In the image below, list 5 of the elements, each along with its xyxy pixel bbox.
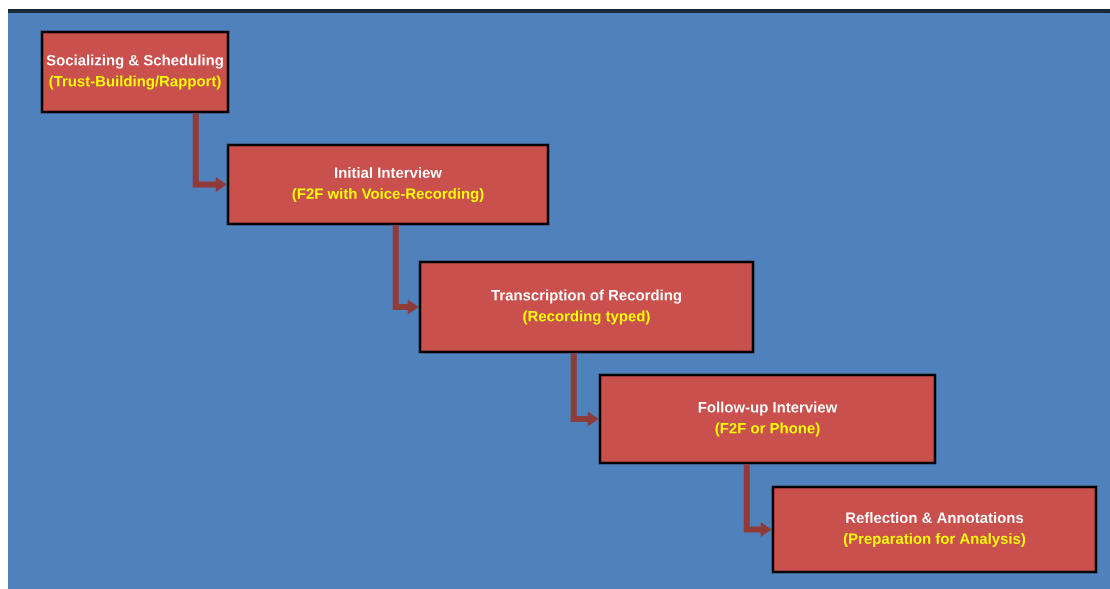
process-box: Initial Interview (F2F with Voice-Recording) xyxy=(226,143,550,226)
process-box: Socializing & Scheduling (Trust-Building/Rapport) xyxy=(40,30,230,114)
process-box: Transcription of Recording (Recording typed) xyxy=(418,260,755,354)
process-box: Follow-up Interview (F2F or Phone) xyxy=(598,373,937,465)
process-box: Reflection & Annotations (Preparation for Analysis) xyxy=(771,485,1098,574)
